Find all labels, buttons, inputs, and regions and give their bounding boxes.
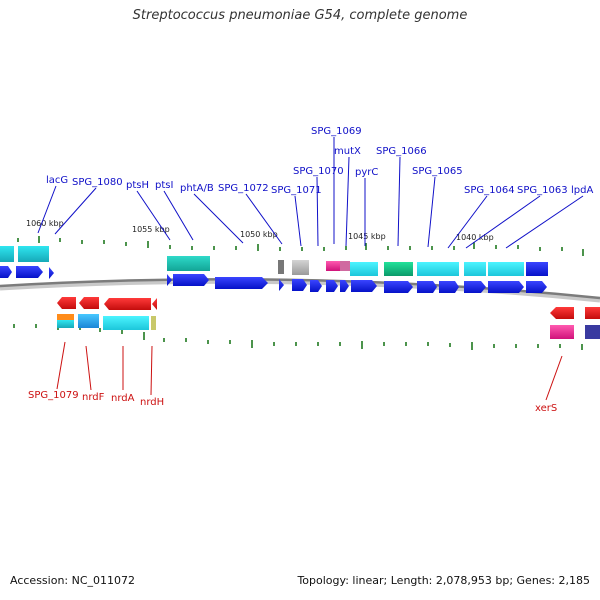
gene-label-lacG[interactable]: lacG [46,175,68,186]
gene-label-SPG_1063[interactable]: SPG_1063 [517,185,568,196]
accession-text: Accession: NC_011072 [10,574,136,587]
gene-label-nrdA[interactable]: nrdA [111,393,135,404]
scale-label-1055: 1055 kbp [132,225,170,234]
gene-label-SPG_1072[interactable]: SPG_1072 [218,183,269,194]
gene-label-SPG_1069[interactable]: SPG_1069 [311,126,362,137]
gene-label-nrdH[interactable]: nrdH [140,397,164,408]
gene-label-pyrC[interactable]: pyrC [355,167,378,178]
gene-label-ptsI[interactable]: ptsI [155,180,173,191]
gene-label-SPG_1070[interactable]: SPG_1070 [293,166,344,177]
gene-label-SPG_1064[interactable]: SPG_1064 [464,185,515,196]
gene-label-SPG_1079[interactable]: SPG_1079 [28,390,79,401]
lower-feature-boxes [57,314,600,339]
scale-label-1040: 1040 kbp [456,233,494,242]
gene-label-SPG_1071[interactable]: SPG_1071 [271,185,322,196]
gene-label-mutX[interactable]: mutX [334,146,361,157]
lower-leader-lines [56,341,563,401]
scale-label-1050: 1050 kbp [240,230,278,239]
gene-label-nrdF[interactable]: nrdF [82,392,105,403]
gene-label-SPG_1066[interactable]: SPG_1066 [376,146,427,157]
gene-label-SPG_1065[interactable]: SPG_1065 [412,166,463,177]
upper-forward-arrows [0,266,547,293]
lower-reverse-arrows [57,297,600,319]
genome-title: Streptococcus pneumoniae G54, complete g… [132,8,468,23]
gene-label-phtA-B[interactable]: phtA/B [180,183,214,194]
gene-label-SPG_1080[interactable]: SPG_1080 [72,177,123,188]
scale-label-1045: 1045 kbp [348,232,386,241]
upper-leader-lines [37,137,584,249]
gene-label-ptsH[interactable]: ptsH [126,180,149,191]
scale-label-1060: 1060 kbp [26,219,64,228]
upper-tick-row [17,236,584,256]
upper-feature-boxes [0,246,548,276]
genome-summary-text: Topology: linear; Length: 2,078,953 bp; … [297,574,590,587]
gene-label-xerS[interactable]: xerS [535,403,557,414]
gene-label-lpdA[interactable]: lpdA [571,185,593,196]
lower-tick-row [13,322,583,350]
